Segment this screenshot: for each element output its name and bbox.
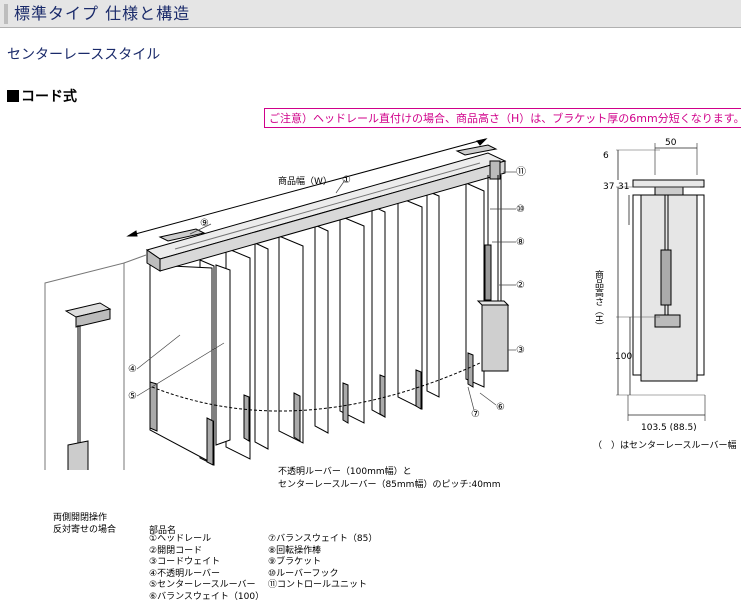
- method-title: コード式: [7, 86, 77, 106]
- bottom-chain: [151, 362, 481, 412]
- callout-5: ⑤: [128, 391, 137, 402]
- width-label: 商品幅（W）: [278, 175, 332, 187]
- dim-6: 6: [603, 151, 609, 161]
- louver: [426, 190, 440, 398]
- louver: [254, 242, 269, 450]
- inset-double-operation: [44, 254, 147, 470]
- double-note-line: 両側開閉操作: [53, 513, 108, 523]
- callout-8: ⑧: [516, 237, 525, 248]
- callout-2: ②: [516, 280, 525, 291]
- bracket-note: （ ）はセンターレースルーバー幅: [593, 441, 737, 451]
- side-view: [616, 149, 705, 396]
- method-title-text: コード式: [21, 89, 77, 105]
- parts-list-left: ①ヘッドレール ②開閉コード ③コードウェイト ④不透明ルーバー ⑤センターレー…: [149, 534, 264, 603]
- blind-structure-diagram: 商品幅（W） ⑪ ⑩ ⑧ ② ③ ⑥ ⑦ ① ⑨ ④ ⑤: [44, 138, 706, 470]
- caution-note: ご注意）ヘッドレール直付けの場合、商品高さ（H）は、ブラケット厚の6mm分短くな…: [264, 108, 741, 128]
- part-item: ⑨ブラケット: [268, 557, 322, 567]
- callout-6: ⑥: [496, 402, 505, 413]
- part-item: ⑥バランスウェイト（100）: [149, 591, 265, 602]
- louver-front: [149, 264, 213, 464]
- callout-11: ⑪: [516, 166, 526, 178]
- double-note-line: 反対寄せの場合: [53, 525, 117, 535]
- part-item: ①ヘッドレール: [149, 534, 212, 544]
- square-bullet-icon: [7, 90, 19, 102]
- height-label: 商品高さ（H）: [593, 269, 604, 331]
- parts-title: 部品名: [149, 526, 177, 536]
- double-operation-note: 両側開閉操作 反対寄せの場合: [53, 512, 116, 536]
- part-item: ③コードウェイト: [149, 557, 221, 567]
- header-accent-bar: [4, 4, 8, 24]
- louver: [278, 235, 304, 444]
- parts-list-right: ⑦バランスウェイト（85） ⑧回転操作棒 ⑨ブラケット ⑩ルーバーフック ⑪コン…: [268, 534, 377, 592]
- part-item: ②開閉コード: [149, 545, 203, 556]
- section-header: 標準タイプ 仕様と構造: [0, 0, 741, 28]
- cord-weight: [481, 304, 509, 372]
- style-subtitle: センターレーススタイル: [7, 47, 161, 63]
- part-item: ⑪コントロールユニット: [268, 580, 368, 590]
- callout-4: ④: [128, 364, 137, 375]
- pitch-note: 不透明ルーバー（100mm幅）と センターレースルーバー（85mm幅）のピッチ:…: [278, 466, 500, 492]
- dim-31: 31: [618, 182, 629, 192]
- callout-7: ⑦: [471, 409, 480, 420]
- dim-top-width: 50: [665, 138, 677, 148]
- part-item: ⑤センターレースルーバー: [149, 580, 256, 590]
- louver: [314, 224, 329, 434]
- pitch-note-line: 不透明ルーバー（100mm幅）と: [278, 467, 412, 477]
- louver-set: [149, 182, 485, 466]
- callout-3: ③: [516, 345, 525, 356]
- balance-weights: [149, 352, 474, 466]
- part-item: ⑩ルーバーフック: [268, 568, 339, 579]
- control-unit: [489, 160, 501, 180]
- dim-37: 37: [603, 182, 614, 192]
- louver: [397, 196, 423, 410]
- bracket-right: [455, 144, 498, 156]
- pitch-note-line: センターレースルーバー（85mm幅）のピッチ:40mm: [278, 480, 501, 490]
- page-title: 標準タイプ 仕様と構造: [14, 4, 191, 23]
- part-item: ⑧回転操作棒: [268, 545, 322, 556]
- part-item: ④不透明ルーバー: [149, 568, 220, 579]
- part-item: ⑦バランスウェイト（85）: [268, 534, 378, 544]
- dim-100: 100: [615, 352, 632, 362]
- bracket-left: [158, 228, 206, 242]
- louver: [339, 215, 365, 424]
- callout-10: ⑩: [516, 204, 525, 215]
- dim-bottom-width: 103.5 (88.5): [641, 423, 697, 433]
- louver-front: [215, 264, 231, 446]
- operating-wand-grip: [484, 244, 492, 301]
- callout-1: ①: [342, 175, 351, 186]
- louver: [465, 182, 485, 388]
- callout-9: ⑨: [200, 218, 209, 229]
- headrail: [145, 152, 507, 272]
